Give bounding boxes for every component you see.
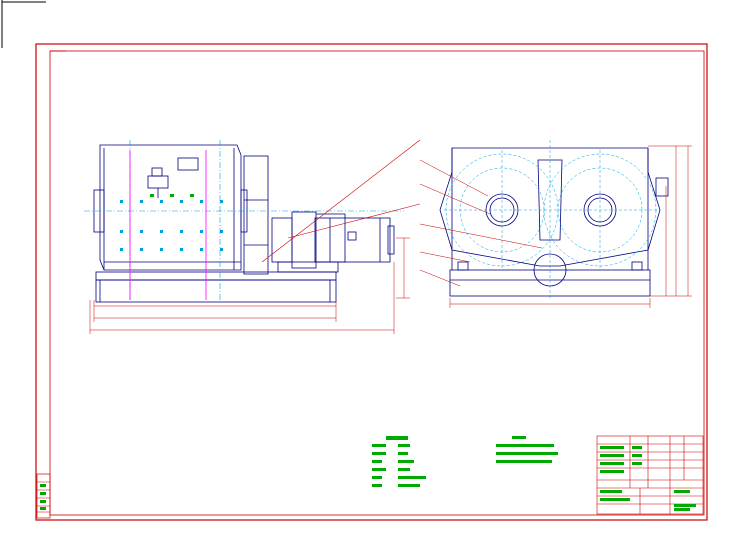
left-zone-strip <box>36 473 51 519</box>
spec-heading-mark <box>386 436 408 440</box>
inner-frame <box>49 50 705 516</box>
side-view-paddle-markers <box>120 200 223 251</box>
title-block-marks <box>600 446 696 511</box>
front-view-leaders <box>419 159 543 287</box>
title-block <box>596 435 704 515</box>
side-view-accent-lines <box>129 150 207 300</box>
notes-panel <box>496 436 558 463</box>
spec-panel <box>372 436 426 487</box>
front-view <box>439 147 669 297</box>
front-view-sweep-arcs <box>444 140 660 300</box>
side-view-dimensions <box>89 237 410 334</box>
side-view-green-marks <box>150 194 194 197</box>
leader-lines <box>261 139 421 263</box>
front-view-dimensions <box>449 145 692 308</box>
outer-frame <box>35 43 708 521</box>
corner-mark <box>1 0 46 48</box>
side-view <box>93 144 395 303</box>
